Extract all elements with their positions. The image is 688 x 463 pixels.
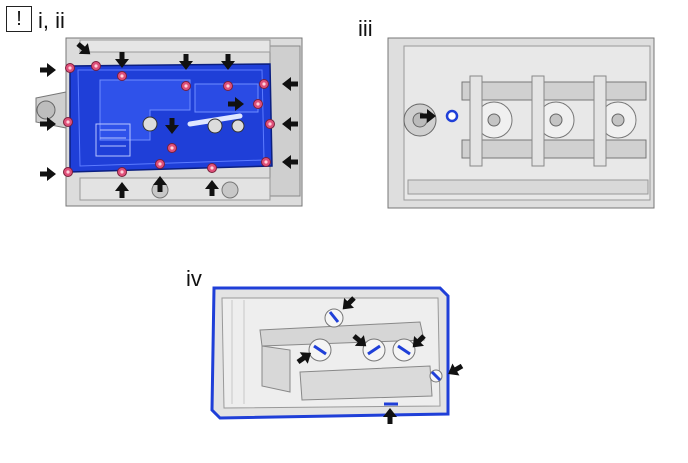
caution-icon: !	[6, 6, 32, 32]
panel-label-iii: iii	[358, 16, 373, 41]
panel-3-cover-underside	[210, 286, 450, 420]
panel-1-engine-top-view	[35, 37, 303, 207]
panel-label-iv: iv	[186, 266, 202, 291]
panel-label-i-ii: i, ii	[38, 8, 65, 33]
panel-2-camshaft-view	[387, 37, 655, 209]
